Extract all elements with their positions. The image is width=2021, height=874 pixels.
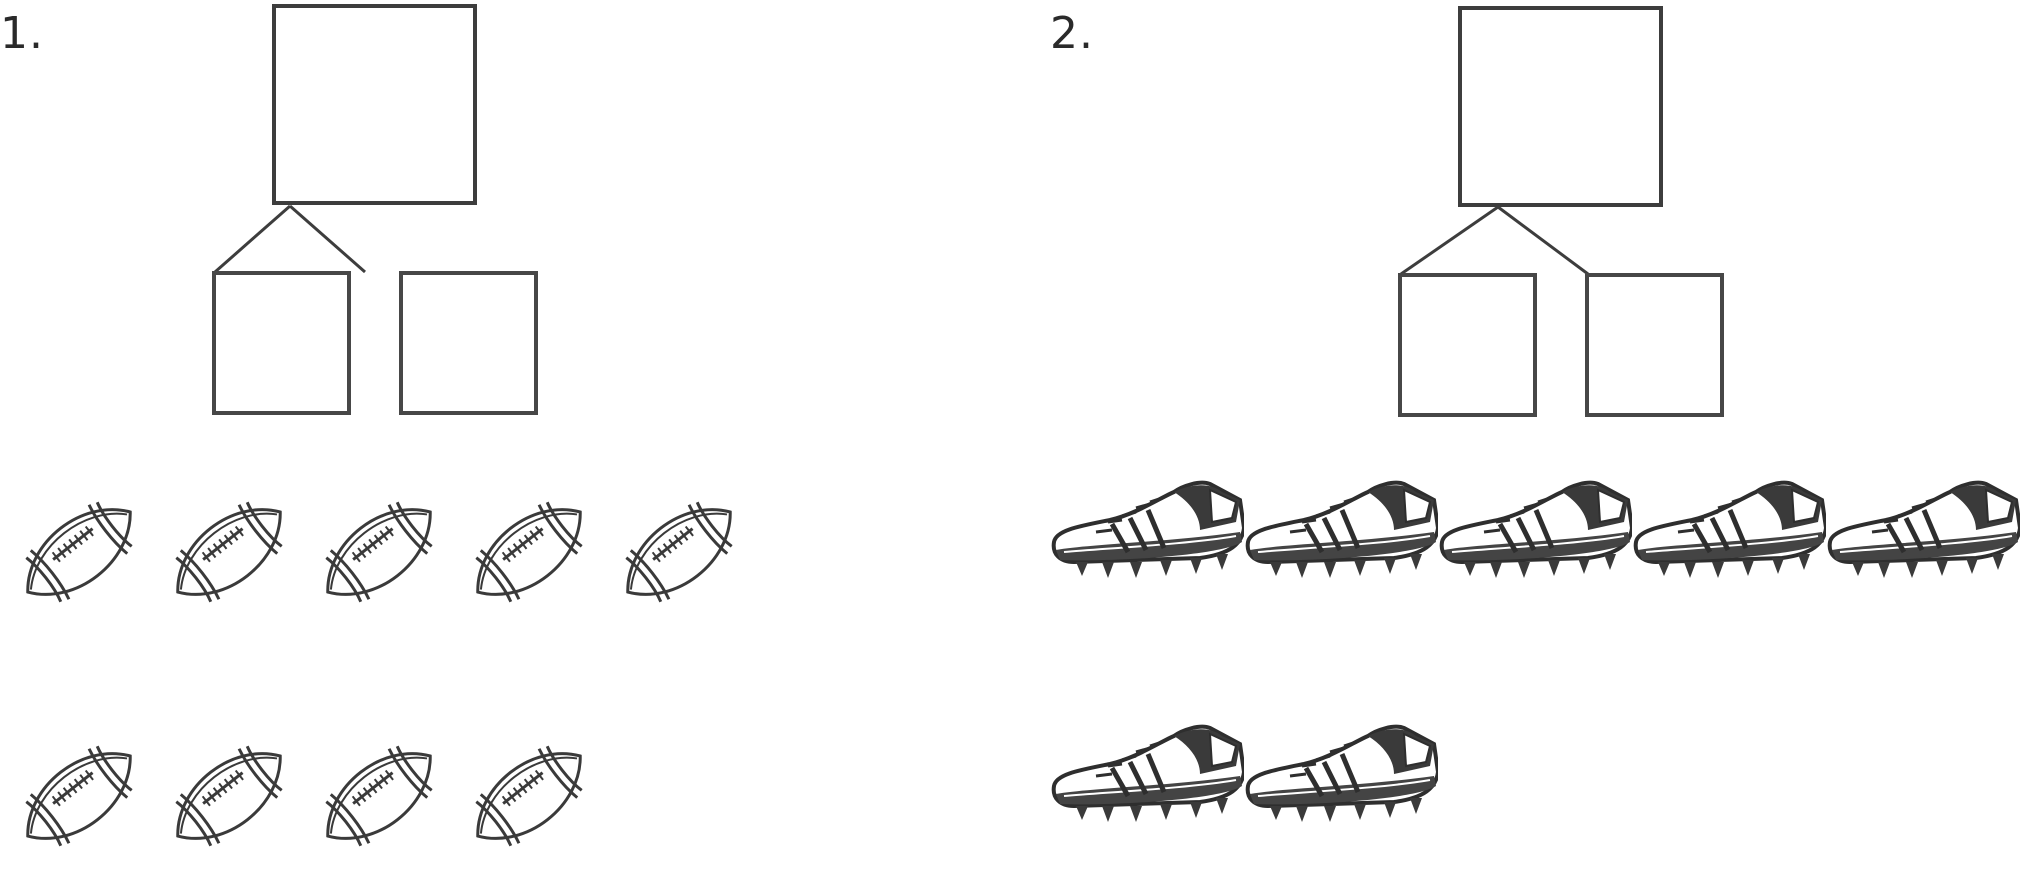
cleat-icon <box>1438 470 1632 588</box>
cleat-icon <box>1632 470 1826 588</box>
football-icon <box>4 718 154 874</box>
part-box-left[interactable] <box>212 271 351 415</box>
football-icon <box>454 474 604 630</box>
problem-number: 2. <box>1050 8 1094 59</box>
number-bond <box>1394 6 1724 416</box>
part-box-left[interactable] <box>1398 273 1537 417</box>
football-icon <box>4 474 154 630</box>
cleat-icon <box>1050 714 1244 832</box>
cleat-icon <box>1244 714 1438 832</box>
number-bond <box>208 4 538 414</box>
problem-2: 2. <box>1050 0 2021 873</box>
cleat-icon <box>1826 470 2020 588</box>
whole-box[interactable] <box>1458 6 1663 207</box>
object-row-1 <box>1050 470 2020 588</box>
cleat-icon <box>1244 470 1438 588</box>
part-box-right[interactable] <box>399 271 538 415</box>
football-icon <box>604 474 754 630</box>
object-row-2 <box>4 718 604 874</box>
part-box-right[interactable] <box>1585 273 1724 417</box>
cleat-icon <box>1050 470 1244 588</box>
football-icon <box>154 474 304 630</box>
problem-number: 1. <box>0 8 44 59</box>
problem-1: 1. <box>0 0 1010 873</box>
object-row-2 <box>1050 714 1438 832</box>
football-icon <box>154 718 304 874</box>
football-icon <box>304 718 454 874</box>
football-icon <box>454 718 604 874</box>
football-icon <box>304 474 454 630</box>
whole-box[interactable] <box>272 4 477 205</box>
object-row-1 <box>4 474 754 630</box>
